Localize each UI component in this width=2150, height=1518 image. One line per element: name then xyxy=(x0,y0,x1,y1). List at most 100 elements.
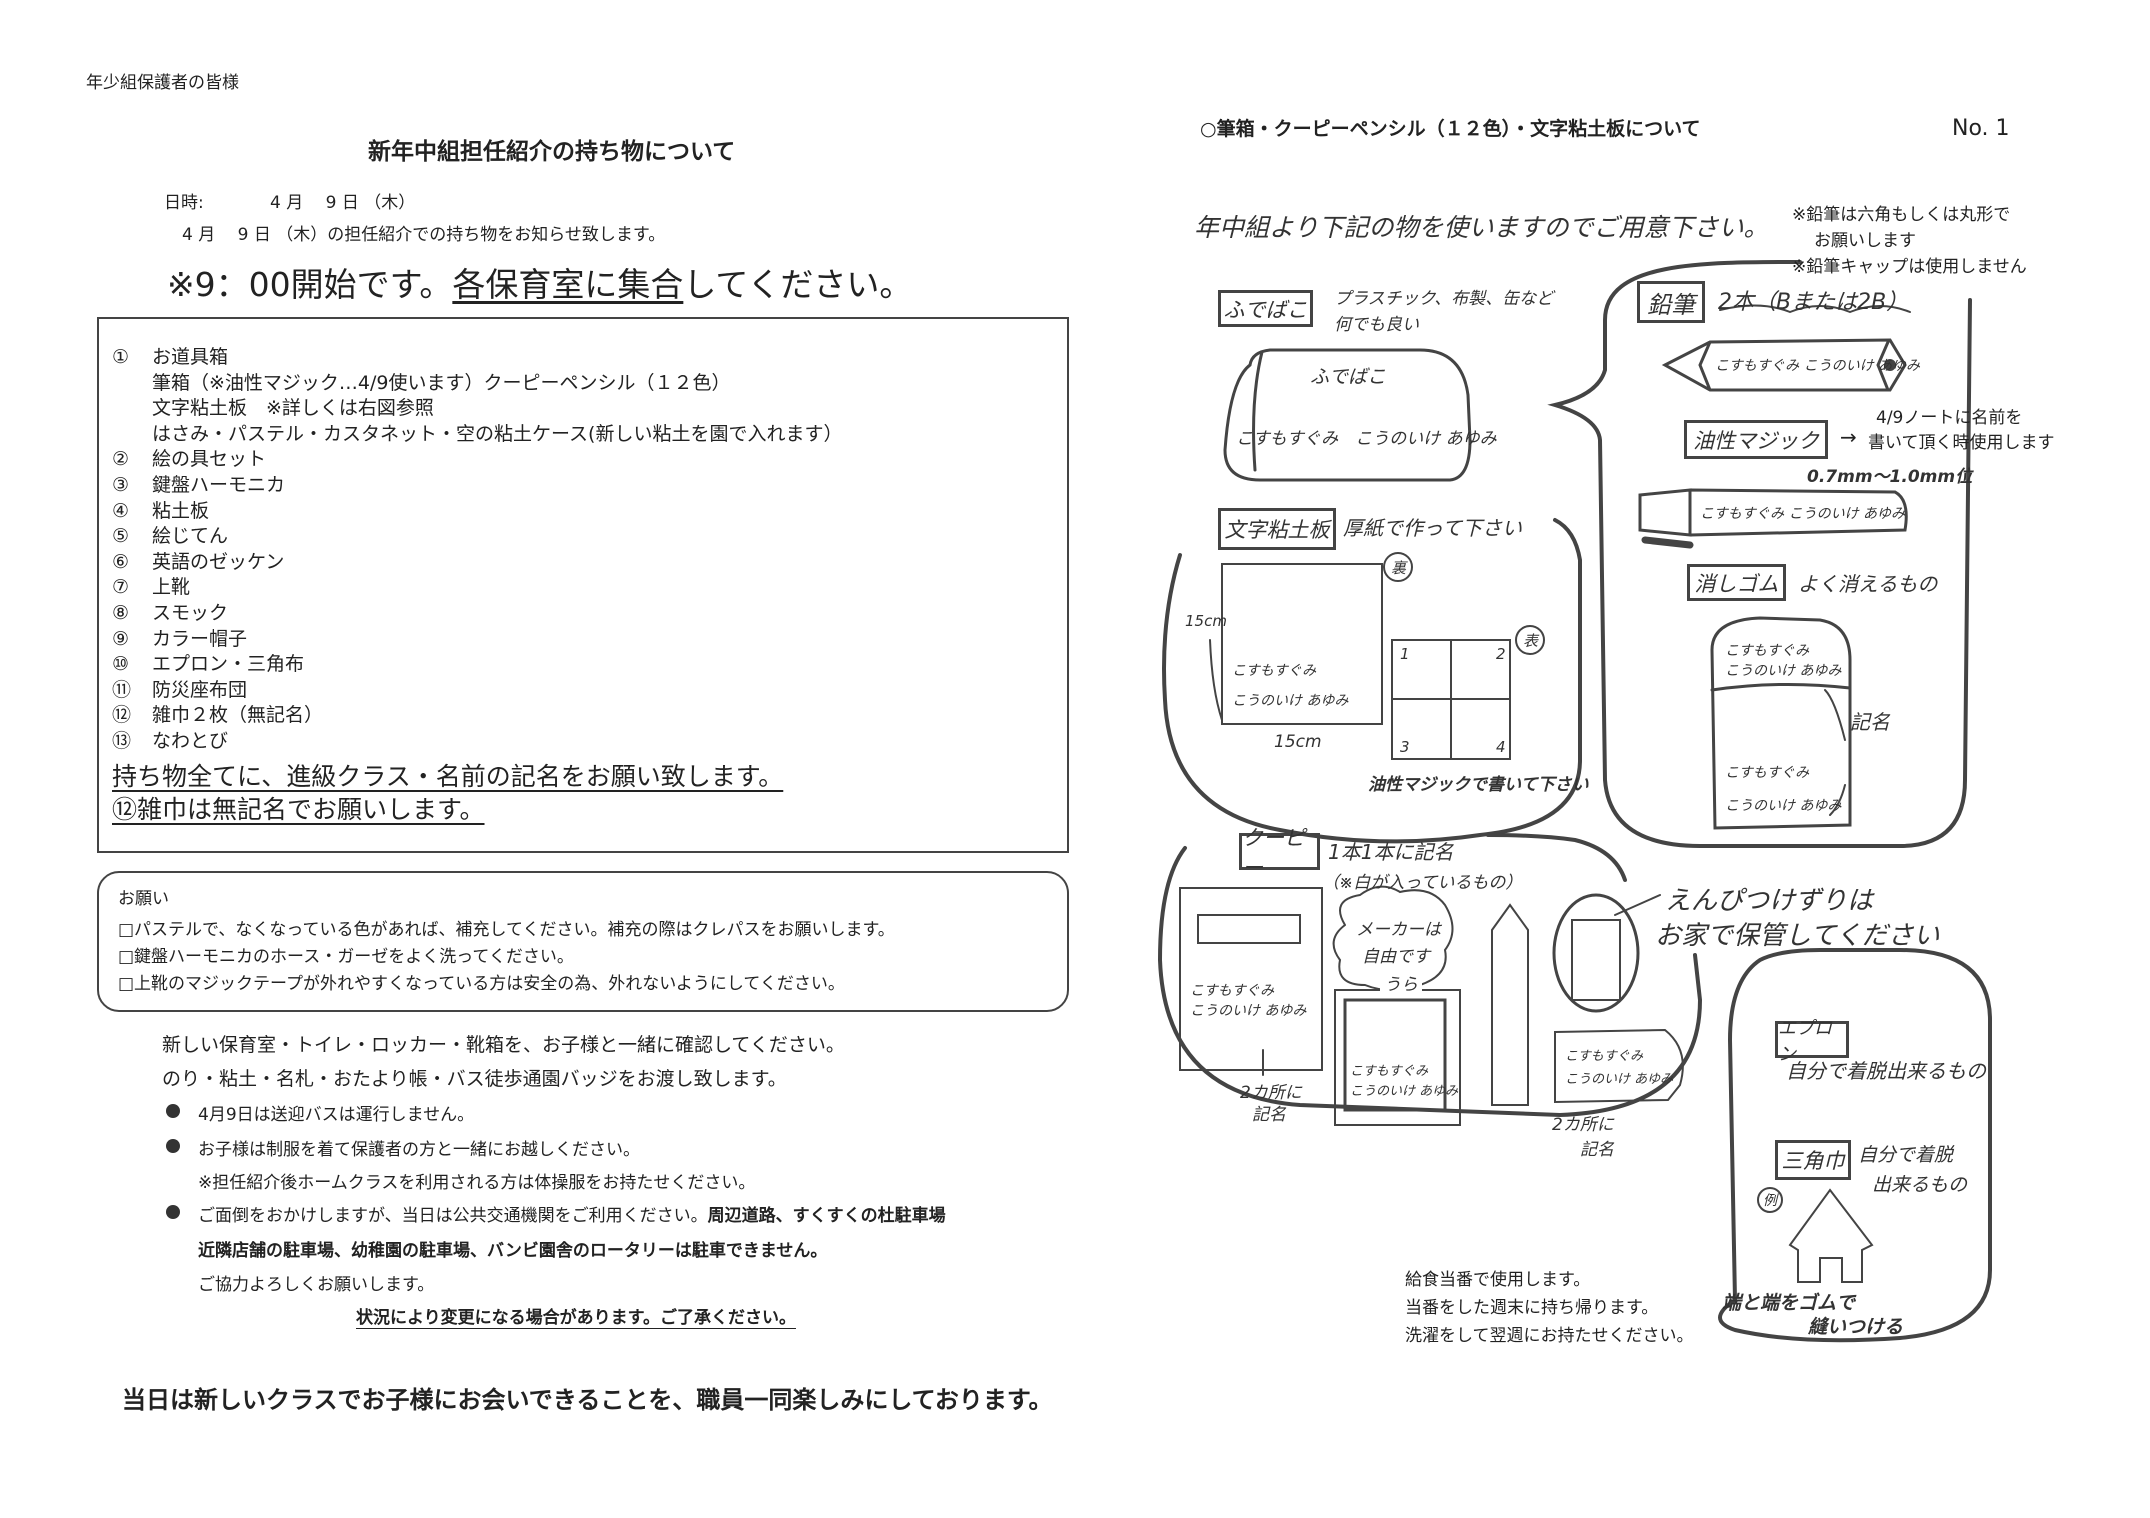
right-heading: ○筆箱・クーピーペンシル（１２色）・文字粘土板について xyxy=(1200,118,1701,140)
grid-cell-number: 3 xyxy=(1400,738,1410,756)
maker-note: 自由です xyxy=(1362,947,1430,967)
maker-note: メーカーは xyxy=(1356,920,1441,940)
item-text: 英語のゼッケン xyxy=(152,550,285,573)
arrow-icon: → xyxy=(1840,425,1857,449)
cooperation-text: ご協力よろしくお願いします。 xyxy=(198,1275,435,1295)
pencil-case-title: ふでばこ xyxy=(1310,366,1387,388)
request-item: □パステルで、なくなっている色があれば、補充してください。補充の際はクレパスをお… xyxy=(118,920,895,940)
item-text: 上靴 xyxy=(152,576,191,599)
date-label: 日時: xyxy=(164,193,204,213)
eraser-desc: よく消えるもの xyxy=(1798,572,1938,596)
gather-location: 各保育室に集合 xyxy=(452,265,684,304)
item-text: 絵じてん xyxy=(152,525,229,548)
eraser-name: こうのいけ あゆみ xyxy=(1725,663,1842,679)
item-number: ⑤ xyxy=(112,525,130,548)
page-number: No. 1 xyxy=(1952,116,2010,141)
document-title: 新年中組担任紹介の持ち物について xyxy=(368,139,736,165)
parking-warning: 周辺道路、すくすくの杜駐車場 xyxy=(707,1206,946,1226)
clay-board-bubble xyxy=(1162,518,1582,844)
clay-board-name: こすもすぐみ xyxy=(1232,663,1317,679)
request-item: □鍵盤ハーモニカのホース・ガーゼをよく洗ってください。 xyxy=(118,947,574,967)
list-item: ⑪ 防災座布団 xyxy=(112,678,842,704)
item-text: 雑巾２枚（無記名） xyxy=(152,704,324,727)
notice-text: 4 月 9 日 （木）の担任紹介での持ち物をお知らせ致します。 xyxy=(182,225,666,245)
addressee: 年少組保護者の皆様 xyxy=(86,73,239,93)
pencil-case-name: こすもすぐみ こうのいけ あゆみ xyxy=(1236,429,1497,449)
grid-cell-number: 4 xyxy=(1496,738,1506,756)
request-item: □上靴のマジックテープが外れやすくなっている方は安全の為、外れないようにしてくだ… xyxy=(118,974,845,994)
coupy-desc: 1本1本に記名 xyxy=(1328,840,1454,864)
list-item: ③ 鍵盤ハーモニカ xyxy=(112,473,842,499)
clay-board-front-grid xyxy=(1391,639,1511,760)
bus-note: 4月9日は送迎バスは運行しません。 xyxy=(198,1105,475,1125)
gym-clothes-note: ※担任紹介後ホームクラスを利用される方は体操服をお持たせください。 xyxy=(198,1173,756,1193)
item-number: ③ xyxy=(112,473,130,496)
kyushoku-note: 洗濯をして翌週にお持たせください。 xyxy=(1405,1326,1694,1346)
item-text: 粘土板 xyxy=(152,499,210,522)
item-number: ⑦ xyxy=(112,576,130,599)
two-places-note: 記名 xyxy=(1252,1105,1286,1125)
item-number: ⑩ xyxy=(112,653,130,676)
list-item: 文字粘土板 ※詳しくは右図参照 xyxy=(112,396,842,422)
item-text: はさみ・パステル・カスタネット・空の粘土ケース(新しい粘土を園で入れます） xyxy=(152,422,843,445)
list-item: ⑤ 絵じてん xyxy=(112,524,842,550)
pencil-drawing xyxy=(1661,338,1907,392)
marker-note: 4/9ノートに名前を xyxy=(1876,408,2023,428)
item-text: お道具箱 xyxy=(152,346,229,368)
coupy-back-name: こうのいけ あゆみ xyxy=(1350,1084,1459,1099)
request-title: お願い xyxy=(118,889,169,909)
item-text: 防災座布団 xyxy=(152,678,248,701)
fudebako-desc: プラスチック、布製、缶など xyxy=(1334,289,1554,309)
two-places-note: 2カ所に xyxy=(1552,1115,1614,1135)
marker-drawing xyxy=(1638,488,1908,537)
list-item: ⑦ 上靴 xyxy=(112,575,842,601)
example-mark: 例 xyxy=(1763,1193,1777,1209)
item-text: スモック xyxy=(152,601,229,624)
eraser-name: こうのいけ あゆみ xyxy=(1725,798,1842,814)
start-time: ※9：00開始です。 xyxy=(167,265,453,304)
uniform-note: お子様は制服を着て保護者の方と一緒にお越しください。 xyxy=(198,1140,640,1160)
item-number: ⑪ xyxy=(112,678,132,701)
item-text: 鍵盤ハーモニカ xyxy=(152,473,286,496)
sankakukin-desc: 出来るもの xyxy=(1872,1174,1968,1196)
bullet-icon xyxy=(166,1139,180,1153)
date-value: 4 月 9 日 （木） xyxy=(270,193,416,213)
apron-bubble xyxy=(1718,948,1992,1343)
fudebako-desc: 何でも良い xyxy=(1334,315,1419,335)
pencil-case-drawing xyxy=(1223,348,1472,482)
back-mark: 裏 xyxy=(1391,559,1407,577)
pencil-desc: 2本（Bまたは2B） xyxy=(1718,290,1909,315)
width-label: 15cm xyxy=(1274,732,1322,752)
item-text: 筆箱（※油性マジック…4/9使います）クーピーペンシル（１２色） xyxy=(152,371,731,394)
front-mark: 表 xyxy=(1523,632,1539,650)
parking-warning-2: 近隣店舗の駐車場、幼稚園の駐車場、バンビ園舎のロータリーは駐車できません。 xyxy=(198,1241,828,1261)
intro-text: 年中組より下記の物を使いますのでご用意下さい。 xyxy=(1194,213,1769,242)
clay-board-name: こうのいけ あゆみ xyxy=(1232,693,1349,709)
apron-label: エプロン xyxy=(1775,1018,1849,1065)
start-time-tail: してください。 xyxy=(683,265,913,304)
coupy-case-drawing xyxy=(1179,887,1323,1071)
zokin-note: ⑫雑巾は無記名でお願いします。 xyxy=(112,795,485,824)
clay-board-instruction: 油性マジックで書いて下さい xyxy=(1368,775,1589,795)
grid-cell-number: 1 xyxy=(1400,645,1410,663)
item-number: ④ xyxy=(112,499,130,522)
bullet-icon xyxy=(166,1205,180,1219)
clay-board-back xyxy=(1221,563,1383,725)
coupy-back-drawing xyxy=(1334,989,1461,1126)
crayon-drawing xyxy=(1491,903,1529,1106)
marker-name: こすもすぐみ こうのいけ あゆみ xyxy=(1700,506,1906,522)
item-text: 文字粘土板 ※詳しくは右図参照 xyxy=(152,397,434,420)
coupy-name: こうのいけ あゆみ xyxy=(1190,1003,1307,1019)
item-number: ⑬ xyxy=(112,729,132,752)
coupy-back-name: こすもすぐみ xyxy=(1350,1064,1429,1079)
eraser-name: こすもすぐみ xyxy=(1725,765,1810,781)
start-time-notice: ※9：00開始です。各保育室に集合してください。 xyxy=(167,258,912,306)
